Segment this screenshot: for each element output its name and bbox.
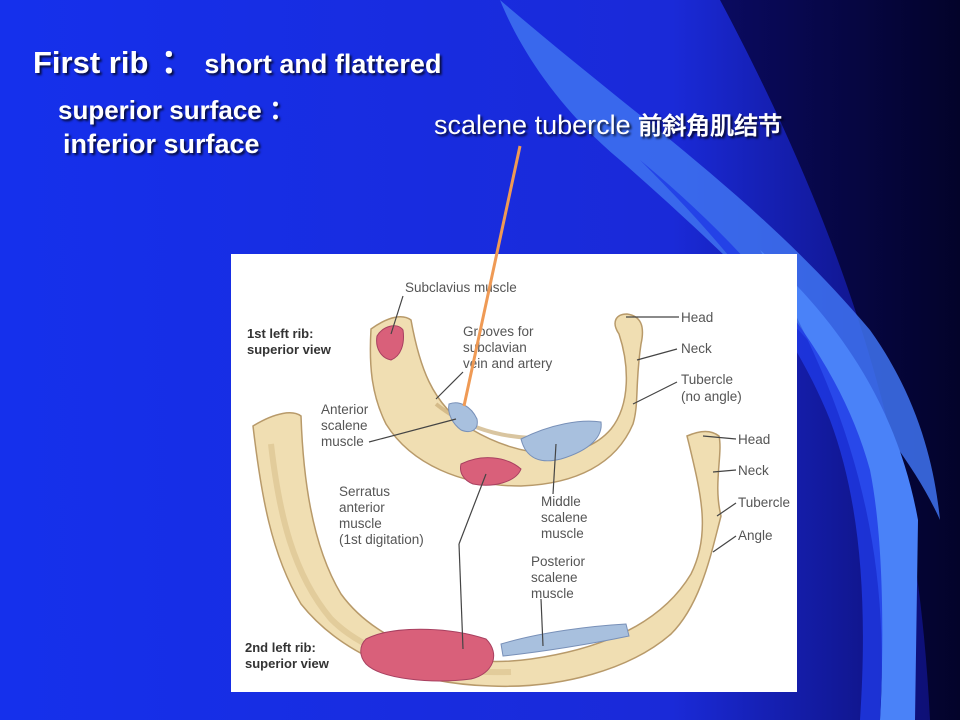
label-anterior-1: Anterior bbox=[321, 402, 369, 417]
label-head2: Head bbox=[738, 432, 770, 447]
label-posterior-2: scalene bbox=[531, 570, 578, 585]
subclavius-attachment bbox=[376, 325, 404, 361]
rib1-heading-line2: superior view bbox=[247, 342, 332, 357]
leader-head2 bbox=[702, 435, 737, 440]
label-middle-3: muscle bbox=[541, 526, 584, 541]
leader-serratus bbox=[458, 473, 487, 545]
leader-tubercle2 bbox=[716, 502, 737, 517]
label-tubercle2: Tubercle bbox=[738, 495, 790, 510]
rib1-heading-line1: 1st left rib: bbox=[247, 326, 313, 341]
label-neck1: Neck bbox=[681, 341, 712, 356]
leader-serratus-2 bbox=[458, 543, 464, 650]
rib-illustration: 1st left rib: superior view 2nd left rib… bbox=[231, 254, 797, 692]
middle-scalene-attachment bbox=[520, 420, 602, 462]
title-main: First rib bbox=[33, 45, 149, 80]
leader-middle-scalene bbox=[552, 443, 557, 495]
leader-posterior-scalene bbox=[540, 598, 544, 647]
label-tubercle1-1: Tubercle bbox=[681, 372, 733, 387]
label-head1: Head bbox=[681, 310, 713, 325]
label-anterior-2: scalene bbox=[321, 418, 368, 433]
scalene-label-english: scalene tubercle bbox=[434, 110, 631, 140]
leader-neck2 bbox=[712, 469, 737, 473]
title-description: short and flattered bbox=[204, 49, 442, 79]
leader-tubercle1 bbox=[632, 381, 678, 405]
label-serratus-2: anterior bbox=[339, 500, 385, 515]
leader-neck1 bbox=[636, 348, 678, 361]
ribbon-light-lower bbox=[760, 250, 918, 720]
ribbon-light bbox=[500, 0, 940, 520]
superior-surface-text: superior surface ： bbox=[58, 95, 295, 125]
pointer-line bbox=[462, 145, 522, 407]
scalene-tubercle-label: scalene tubercle 前斜角肌结节 bbox=[434, 106, 782, 141]
label-posterior-3: muscle bbox=[531, 586, 574, 601]
title-separator: ： bbox=[160, 43, 195, 81]
label-anterior-3: muscle bbox=[321, 434, 364, 449]
label-neck2: Neck bbox=[738, 463, 769, 478]
ribbon-dark bbox=[720, 0, 960, 720]
slide-title: First rib ： short and flattered bbox=[33, 34, 441, 83]
label-middle-1: Middle bbox=[541, 494, 581, 509]
label-serratus-4: (1st digitation) bbox=[339, 532, 424, 547]
rib2-heading-line1: 2nd left rib: bbox=[245, 640, 316, 655]
leader-anterior-scalene bbox=[368, 418, 457, 443]
label-serratus-3: muscle bbox=[339, 516, 382, 531]
label-angle: Angle bbox=[738, 528, 773, 543]
inferior-surface-text: inferior surface bbox=[63, 129, 260, 159]
serratus-attachment bbox=[360, 628, 495, 682]
rib-drawing: 1st left rib: superior view 2nd left rib… bbox=[245, 280, 790, 688]
label-posterior-1: Posterior bbox=[531, 554, 586, 569]
leader-angle bbox=[712, 535, 737, 553]
scalene-label-chinese: 前斜角肌结节 bbox=[638, 113, 783, 140]
rib2-heading-line2: superior view bbox=[245, 656, 330, 671]
label-serratus-1: Serratus bbox=[339, 484, 390, 499]
leader-grooves bbox=[435, 371, 464, 400]
posterior-scalene-attachment bbox=[500, 623, 630, 657]
leader-subclavius bbox=[390, 295, 404, 335]
label-grooves-2: subclavian bbox=[463, 340, 527, 355]
first-rib-groove bbox=[434, 402, 532, 440]
label-grooves-3: vein and artery bbox=[463, 356, 553, 371]
serratus-first-attachment bbox=[460, 457, 522, 486]
label-middle-2: scalene bbox=[541, 510, 588, 525]
leader-lines bbox=[368, 295, 737, 650]
label-tubercle1-2: (no angle) bbox=[681, 389, 742, 404]
